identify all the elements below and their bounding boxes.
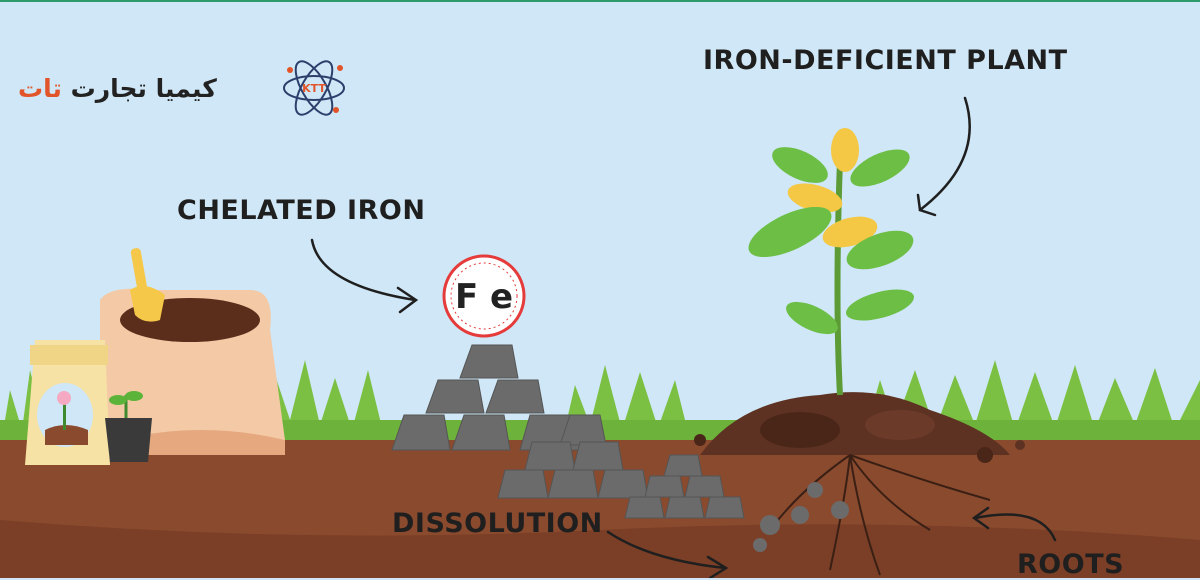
seed-packet: [25, 340, 110, 465]
label-roots: ROOTS: [1017, 549, 1125, 580]
seedling-pot: [105, 391, 152, 462]
label-dissolution: DISSOLUTION: [392, 508, 603, 539]
iron-ingots: [391, 344, 745, 519]
scoop-icon: [130, 248, 165, 322]
rocks: [753, 482, 849, 552]
top-border: [0, 0, 1200, 2]
arrows: [310, 96, 1057, 578]
label-chelated-iron: CHELATED IRON: [177, 195, 426, 226]
arrow-roots: [973, 513, 1057, 542]
fe-label: F e: [455, 277, 513, 317]
logo-text-accent: تات: [18, 74, 62, 103]
soil: [0, 440, 1200, 578]
arrow-to-plant: [918, 96, 971, 212]
logo-mark-text: KTT: [302, 82, 326, 95]
fe-symbol: F e: [442, 254, 526, 338]
soil-mound: [694, 392, 1025, 463]
arrow-to-fe: [310, 238, 417, 302]
arrow-dissolution: [606, 530, 727, 570]
logo-text-dark: كيميا تجارت: [70, 74, 217, 103]
logo-text: كيميا تجارت تات: [18, 74, 217, 103]
ktt-logo-icon: KTT: [283, 60, 345, 116]
plant: [748, 128, 914, 396]
label-iron-deficient-plant: IRON-DEFICIENT PLANT: [703, 45, 1068, 76]
